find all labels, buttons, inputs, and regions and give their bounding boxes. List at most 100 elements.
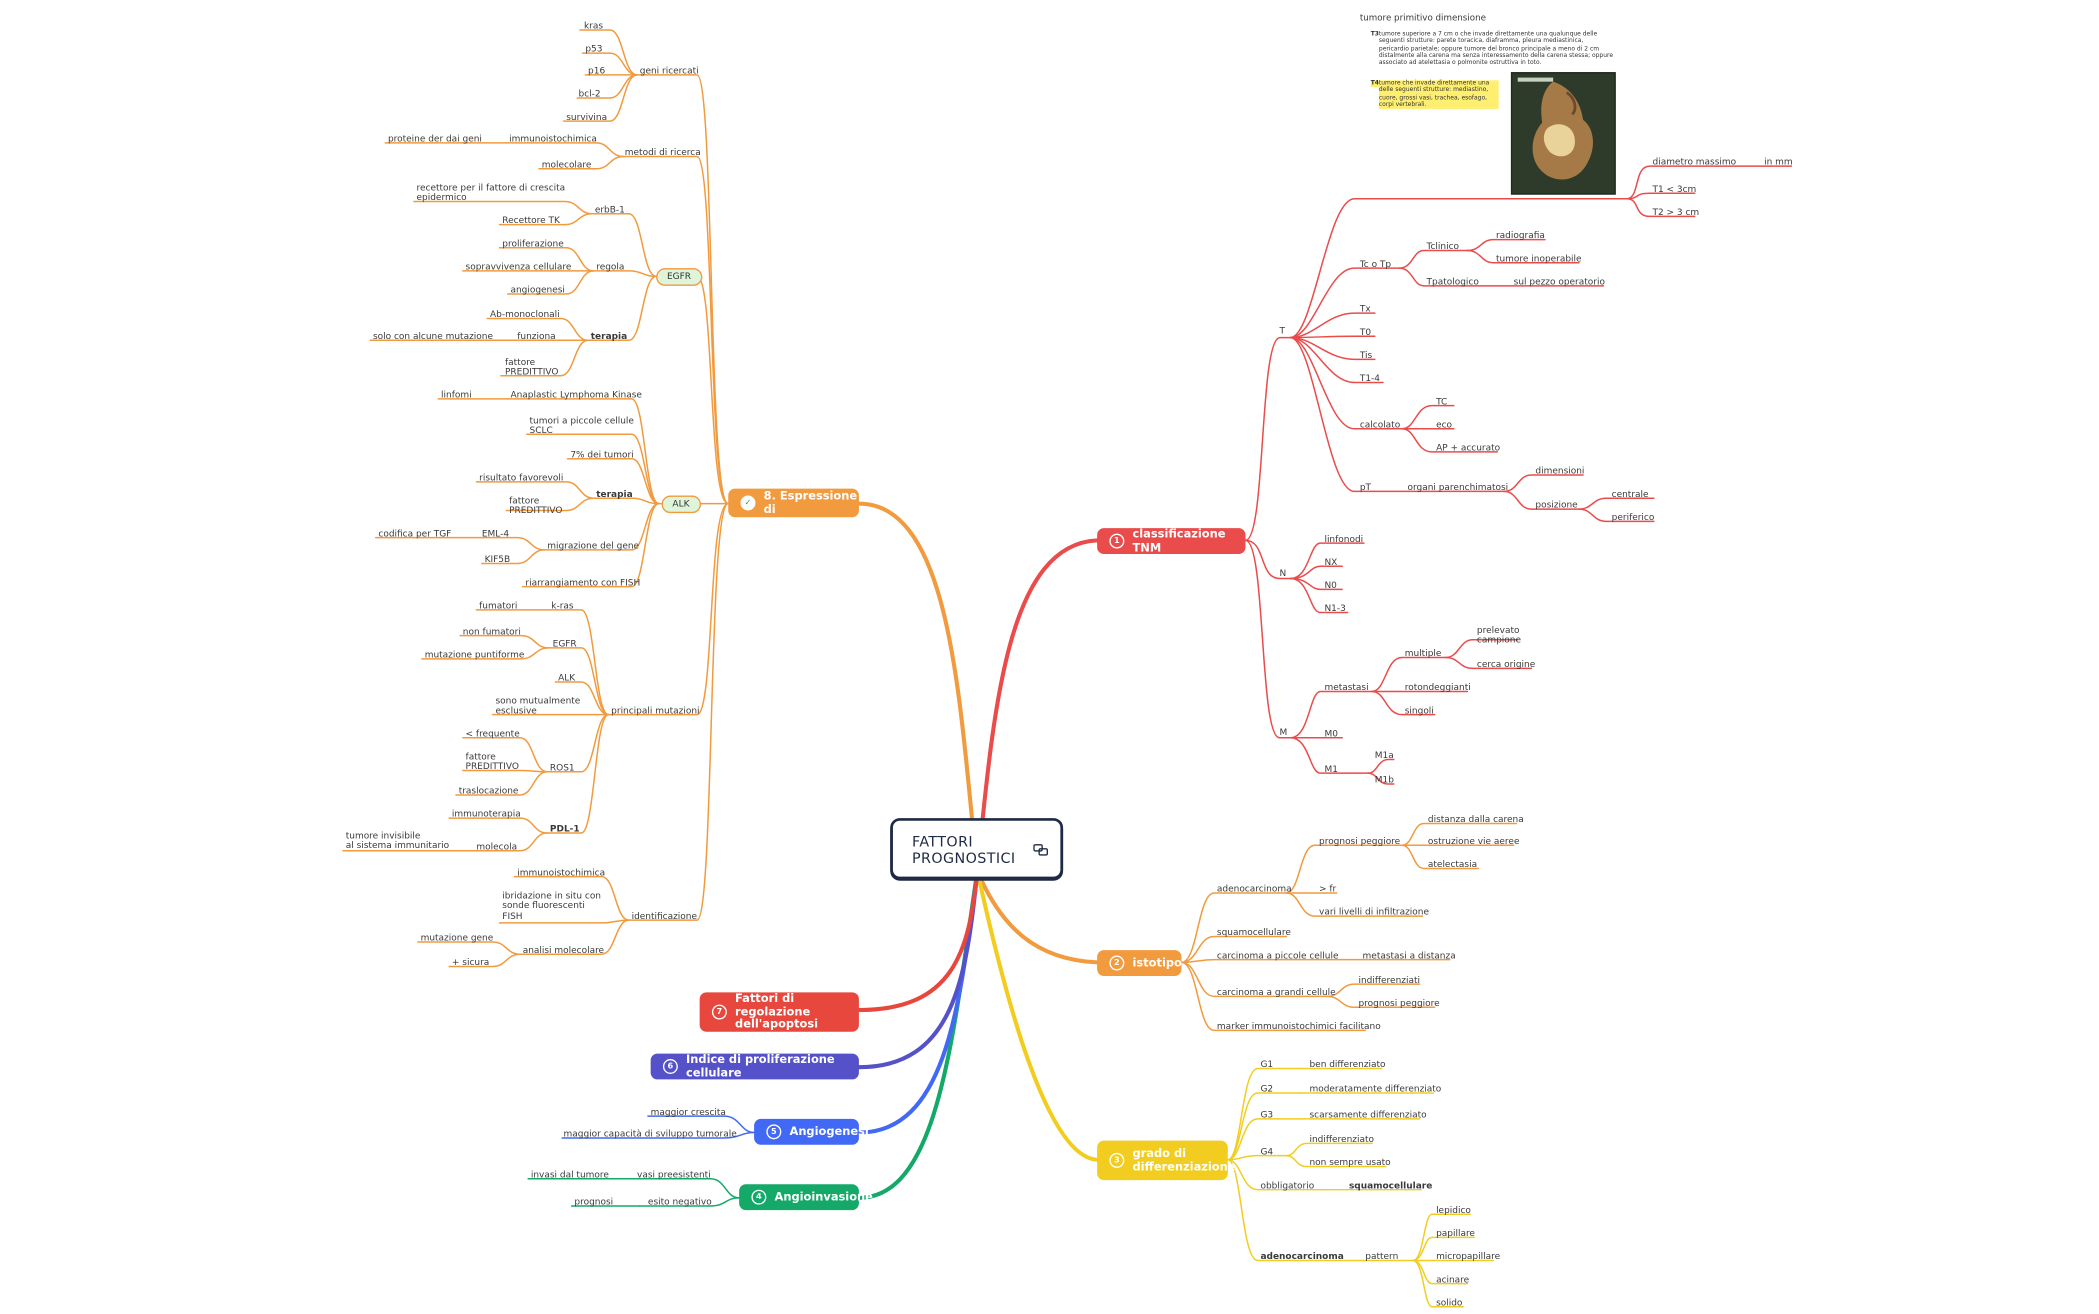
node-calcolato[interactable]: calcolato <box>1359 419 1401 431</box>
node-fumatori[interactable]: fumatori <box>479 600 518 612</box>
node-mutazione-gene[interactable]: mutazione gene <box>420 932 494 944</box>
node-m1[interactable]: M1 <box>1324 763 1338 775</box>
node-angiogenesi[interactable]: angiogenesi <box>510 284 565 296</box>
node-m1b[interactable]: M1b <box>1374 774 1394 786</box>
node-acinare[interactable]: acinare <box>1436 1274 1470 1285</box>
node-proteine-geni[interactable]: proteine der dai geni <box>387 133 482 145</box>
node-ostruzione-vie-aeree[interactable]: ostruzione vie aeree <box>1427 835 1520 847</box>
node-funziona[interactable]: funziona <box>517 330 556 342</box>
node-pt[interactable]: pT <box>1359 481 1372 493</box>
node-p16[interactable]: p16 <box>588 65 606 77</box>
node-tis[interactable]: Tis <box>1359 349 1373 361</box>
node-solido[interactable]: solido <box>1436 1297 1463 1309</box>
node-codifica-tgf[interactable]: codifica per TGF <box>378 528 452 540</box>
node-adenocarcinoma-bold[interactable]: adenocarcinoma <box>1260 1250 1344 1262</box>
node-maggior-capacita[interactable]: maggior capacità di sviluppo tumorale <box>563 1128 737 1140</box>
node-obbligatorio[interactable]: obbligatorio <box>1260 1180 1315 1192</box>
node-cerca-origine[interactable]: cerca origine <box>1476 658 1536 670</box>
node-alk-tag[interactable]: ALK <box>661 495 701 513</box>
node-g1[interactable]: G1 <box>1260 1059 1274 1070</box>
node-linfonodi[interactable]: linfonodi <box>1324 533 1364 545</box>
node-indifferenziato[interactable]: indifferenziato <box>1309 1133 1374 1145</box>
node-regola[interactable]: regola <box>596 261 625 273</box>
node-t0[interactable]: T0 <box>1359 326 1372 338</box>
node-atelectasia[interactable]: atelectasia <box>1427 858 1478 870</box>
node-m[interactable]: M <box>1279 726 1288 738</box>
node-organi-parenchimatosi[interactable]: organi parenchimatosi <box>1407 481 1509 493</box>
node-g4[interactable]: G4 <box>1260 1146 1274 1158</box>
node-egfr-mut[interactable]: EGFR <box>552 638 577 650</box>
node-adenocarcinoma[interactable]: adenocarcinoma <box>1216 883 1292 895</box>
node-scarsamente-differenziato[interactable]: scarsamente differenziato <box>1309 1109 1427 1121</box>
node-indifferenziati[interactable]: indifferenziati <box>1358 974 1420 986</box>
node-fr[interactable]: > fr <box>1319 883 1337 895</box>
node-immunoistochimica[interactable]: immunoistochimica <box>509 133 597 145</box>
node-bcl2[interactable]: bcl-2 <box>578 88 601 100</box>
node-metastasi-distanza[interactable]: metastasi a distanza <box>1362 950 1456 962</box>
node-tc-tp[interactable]: Tc o Tp <box>1359 258 1392 270</box>
node-t[interactable]: T <box>1279 325 1286 337</box>
node-traslocazione[interactable]: traslocazione <box>458 785 519 797</box>
node-recettore-tk[interactable]: Recettore TK <box>502 215 560 226</box>
node-p53[interactable]: p53 <box>585 43 603 55</box>
node-geni-ricercati[interactable]: geni ricercati <box>639 65 699 77</box>
node-diametro-massimo[interactable]: diametro massimo <box>1652 156 1737 168</box>
node-pezzo-operatorio[interactable]: sul pezzo operatorio <box>1513 276 1605 288</box>
node-k-ras[interactable]: k-ras <box>551 600 574 612</box>
node-tclinico[interactable]: Tclinico <box>1426 240 1460 252</box>
node-metastasi[interactable]: metastasi <box>1324 681 1369 693</box>
node-marker[interactable]: marker immunoistochimici facilitano <box>1216 1020 1381 1032</box>
node-multiple[interactable]: multiple <box>1404 647 1442 659</box>
node-non-sempre-usato[interactable]: non sempre usato <box>1309 1157 1391 1168</box>
node-migrazione-gene[interactable]: migrazione del gene <box>547 540 640 552</box>
node-distanza-carena[interactable]: distanza dalla carena <box>1427 813 1524 825</box>
node-analisi-molecolare[interactable]: analisi molecolare <box>522 944 605 956</box>
node-in-mm[interactable]: in mm <box>1764 156 1793 168</box>
node-g3[interactable]: G3 <box>1260 1109 1274 1121</box>
node-n0[interactable]: N0 <box>1324 579 1337 591</box>
node-prognosi-peggiore[interactable]: prognosi peggiore <box>1319 835 1401 847</box>
node-alk-mut[interactable]: ALK <box>558 672 576 684</box>
node-m0[interactable]: M0 <box>1324 728 1338 740</box>
node-ros1[interactable]: ROS1 <box>549 762 575 774</box>
node-rotondeggianti[interactable]: rotondeggianti <box>1404 681 1471 693</box>
node-linfomi[interactable]: linfomi <box>441 389 472 401</box>
node-squamocellulare[interactable]: squamocellulare <box>1216 926 1291 938</box>
node-n1-3[interactable]: N1-3 <box>1324 603 1346 614</box>
node-principali-mutazioni[interactable]: principali mutazioni <box>611 705 700 716</box>
node-terapia-alk[interactable]: terapia <box>596 488 633 500</box>
node-solo-alcune-mutazione[interactable]: solo con alcune mutazione <box>372 330 493 342</box>
node-t2[interactable]: T2 > 3 cm <box>1652 206 1700 218</box>
node-t1-4[interactable]: T1-4 <box>1359 372 1381 384</box>
node-ben-differenziato[interactable]: ben differenziato <box>1309 1059 1386 1070</box>
node-posizione[interactable]: posizione <box>1535 499 1578 511</box>
node-nx[interactable]: NX <box>1324 556 1338 568</box>
node-maggior-crescita[interactable]: maggior crescita <box>650 1106 726 1118</box>
node-periferico[interactable]: periferico <box>1611 511 1655 523</box>
node-tumore-inoperabile[interactable]: tumore inoperabile <box>1495 253 1582 265</box>
node-kras[interactable]: kras <box>583 20 604 32</box>
node-t1[interactable]: T1 < 3cm <box>1652 183 1697 195</box>
node-metodi-ricerca[interactable]: metodi di ricerca <box>624 147 701 158</box>
node-lepidico[interactable]: lepidico <box>1436 1204 1471 1216</box>
node-micropapillare[interactable]: micropapillare <box>1436 1250 1501 1262</box>
node-invasi-tumore[interactable]: invasi dal tumore <box>530 1169 609 1181</box>
node-meno-frequente[interactable]: < frequente <box>465 728 520 740</box>
node-moderatamente-differenziato[interactable]: moderatamente differenziato <box>1309 1083 1442 1095</box>
node-n[interactable]: N <box>1279 567 1287 579</box>
node-sette-percento[interactable]: 7% dei tumori <box>570 449 634 461</box>
